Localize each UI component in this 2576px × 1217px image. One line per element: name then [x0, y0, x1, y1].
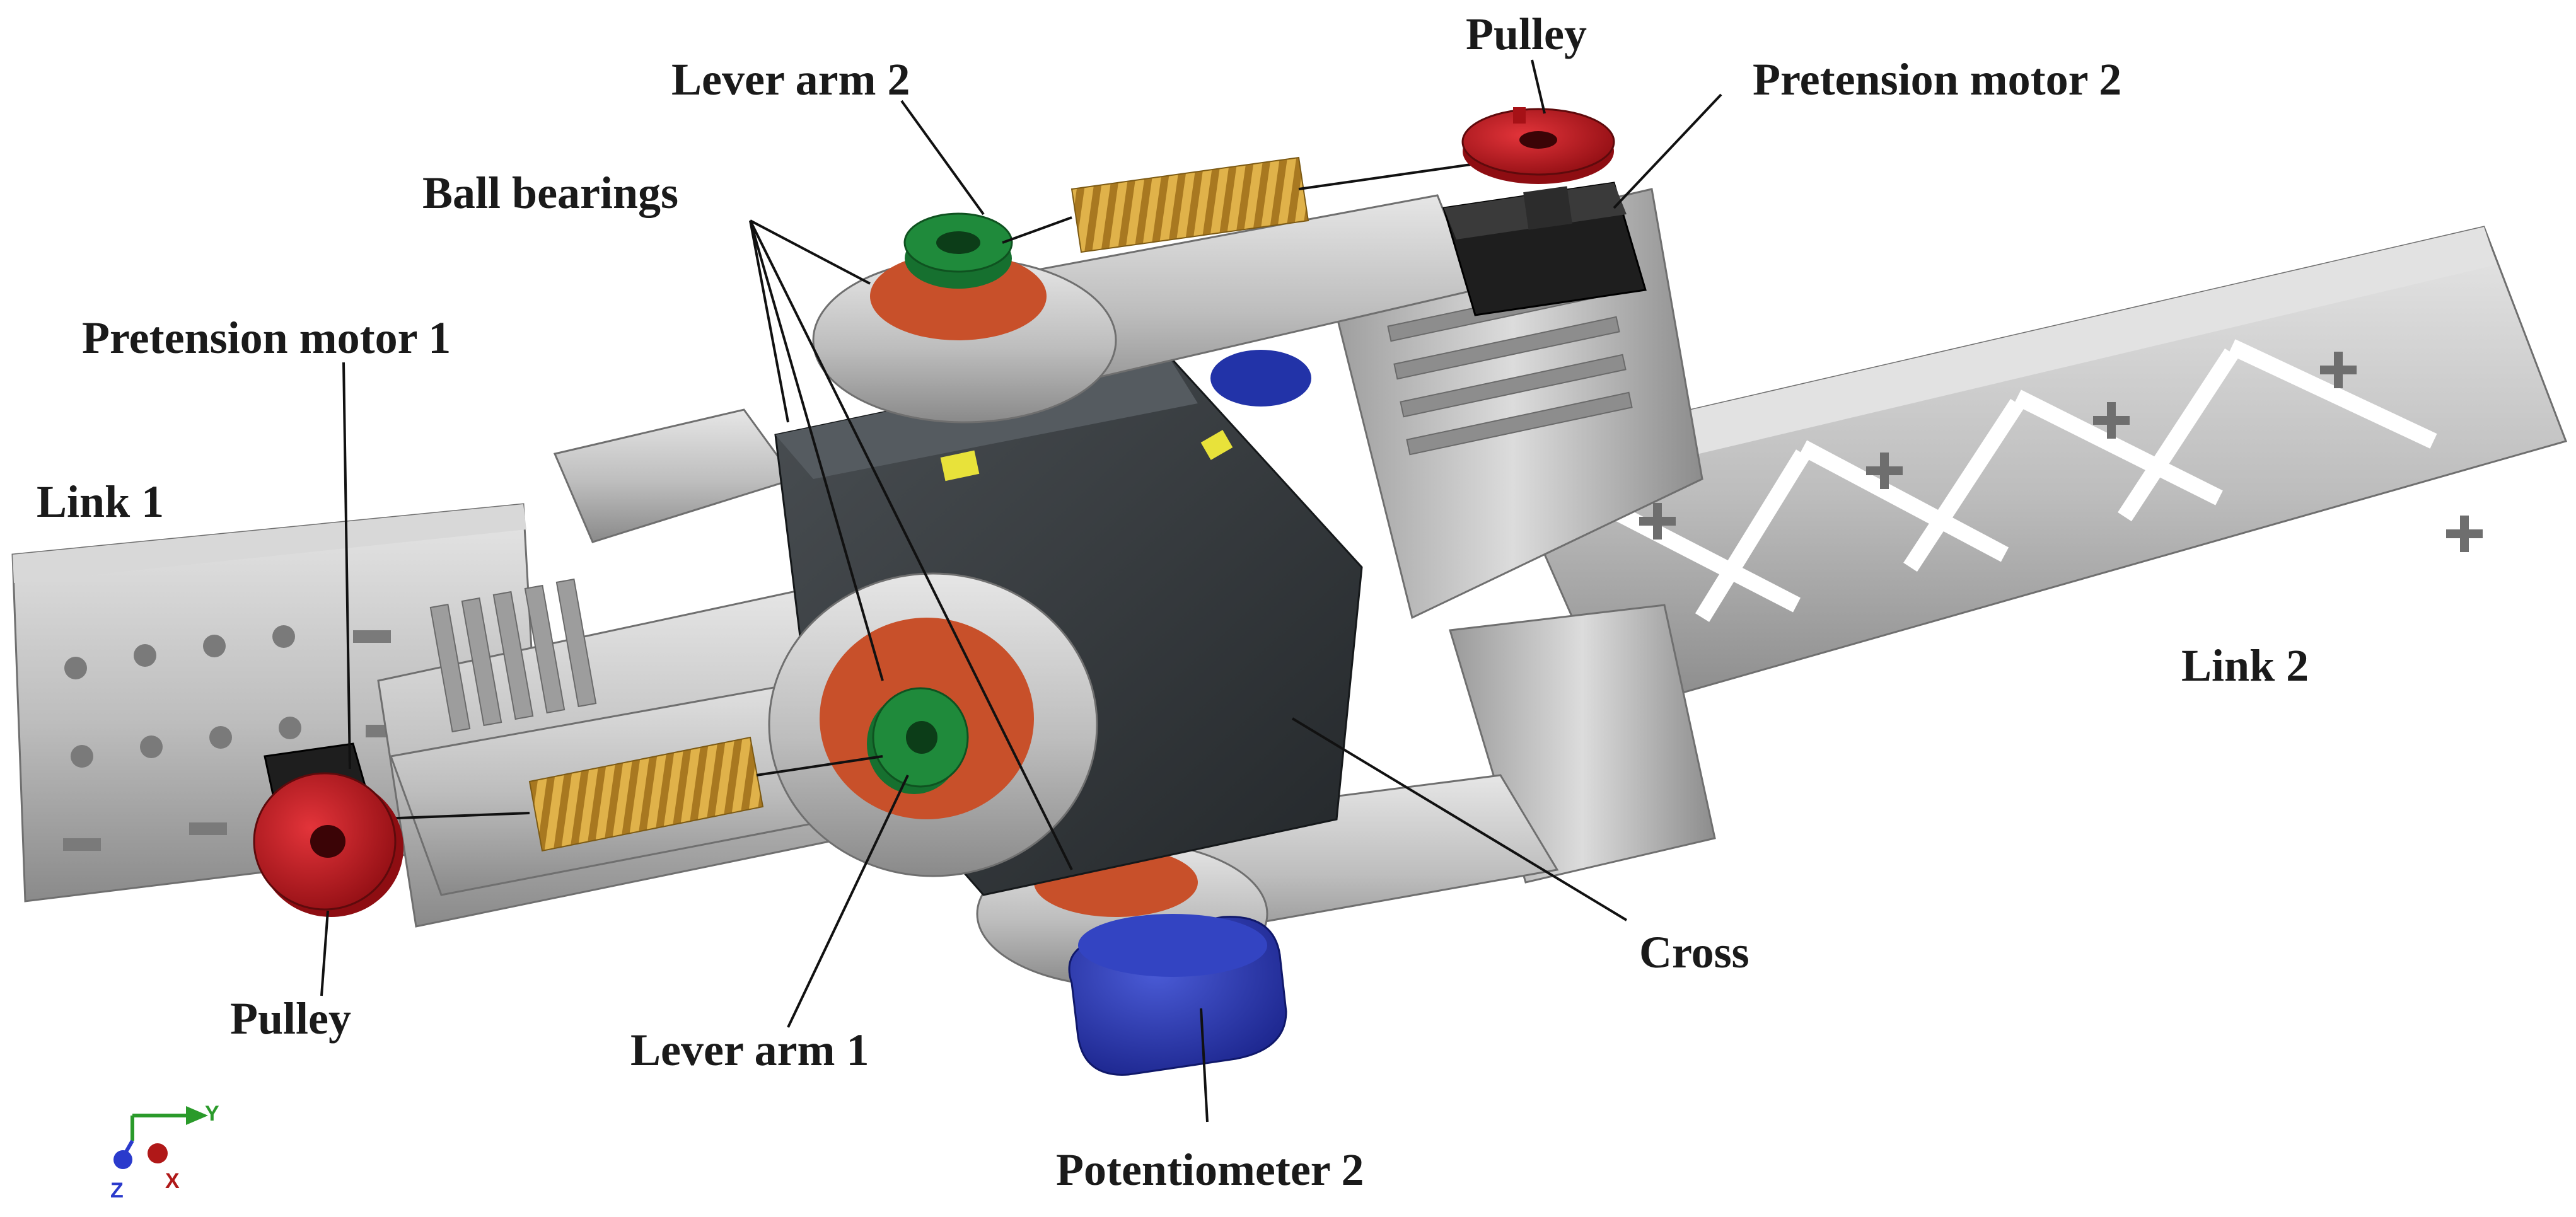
- leader-ball-bearings-a: [750, 219, 871, 285]
- leader-cross: [1291, 717, 1628, 921]
- spring-top: [1002, 156, 1476, 253]
- y-axis-arrow-icon: [186, 1106, 208, 1125]
- leader-pretension-motor-1: [342, 362, 351, 770]
- label-potentiometer-2: Potentiometer 2: [1056, 1145, 1364, 1195]
- leader-ball-bearings-c: [749, 220, 884, 681]
- axis-x-label: X: [165, 1169, 180, 1193]
- axis-y-label: Y: [205, 1102, 219, 1126]
- label-pretension-motor-1: Pretension motor 1: [82, 313, 451, 363]
- pulley-bottom-part: [253, 772, 403, 917]
- leader-pulley-top: [1531, 59, 1546, 114]
- label-link-2: Link 2: [2181, 640, 2309, 691]
- leader-pretension-motor-2: [1613, 93, 1722, 209]
- labels: Pulley Pretension motor 2 Lever arm 2 Ba…: [37, 9, 2309, 1195]
- leader-lines: [320, 59, 1722, 1122]
- leader-lever-arm-2: [900, 100, 985, 216]
- z-axis-dot-icon: [113, 1150, 132, 1169]
- label-cross: Cross: [1639, 927, 1749, 978]
- leader-pulley-bottom: [320, 910, 329, 996]
- leader-ball-bearings-d: [749, 220, 1073, 870]
- pretension-motor-2-part: [1442, 182, 1647, 316]
- label-pulley-top: Pulley: [1466, 9, 1587, 59]
- label-lever-arm-2: Lever arm 2: [671, 54, 910, 105]
- label-lever-arm-1: Lever arm 1: [630, 1025, 869, 1075]
- label-link-1: Link 1: [37, 476, 164, 527]
- axis-z-label: Z: [110, 1179, 124, 1203]
- label-pulley-bottom: Pulley: [230, 993, 351, 1044]
- leader-ball-bearings-b: [749, 220, 789, 423]
- axis-triad: Y Z X: [110, 1102, 219, 1203]
- lever-arm-1-part: [389, 572, 1098, 896]
- label-ball-bearings: Ball bearings: [422, 168, 678, 218]
- lever-arm-2-part: [812, 194, 1477, 424]
- leader-lever-arm-1: [787, 775, 909, 1028]
- label-pretension-motor-2: Pretension motor 2: [1753, 54, 2121, 105]
- pulley-top-part: [1461, 107, 1615, 184]
- x-axis-dot-icon: [148, 1143, 168, 1163]
- leader-potentiometer-2: [1200, 1008, 1209, 1122]
- link-2-truss: [1499, 226, 2567, 713]
- potentiometer-2-part: [1068, 914, 1287, 1076]
- yellow-marker: [940, 450, 980, 482]
